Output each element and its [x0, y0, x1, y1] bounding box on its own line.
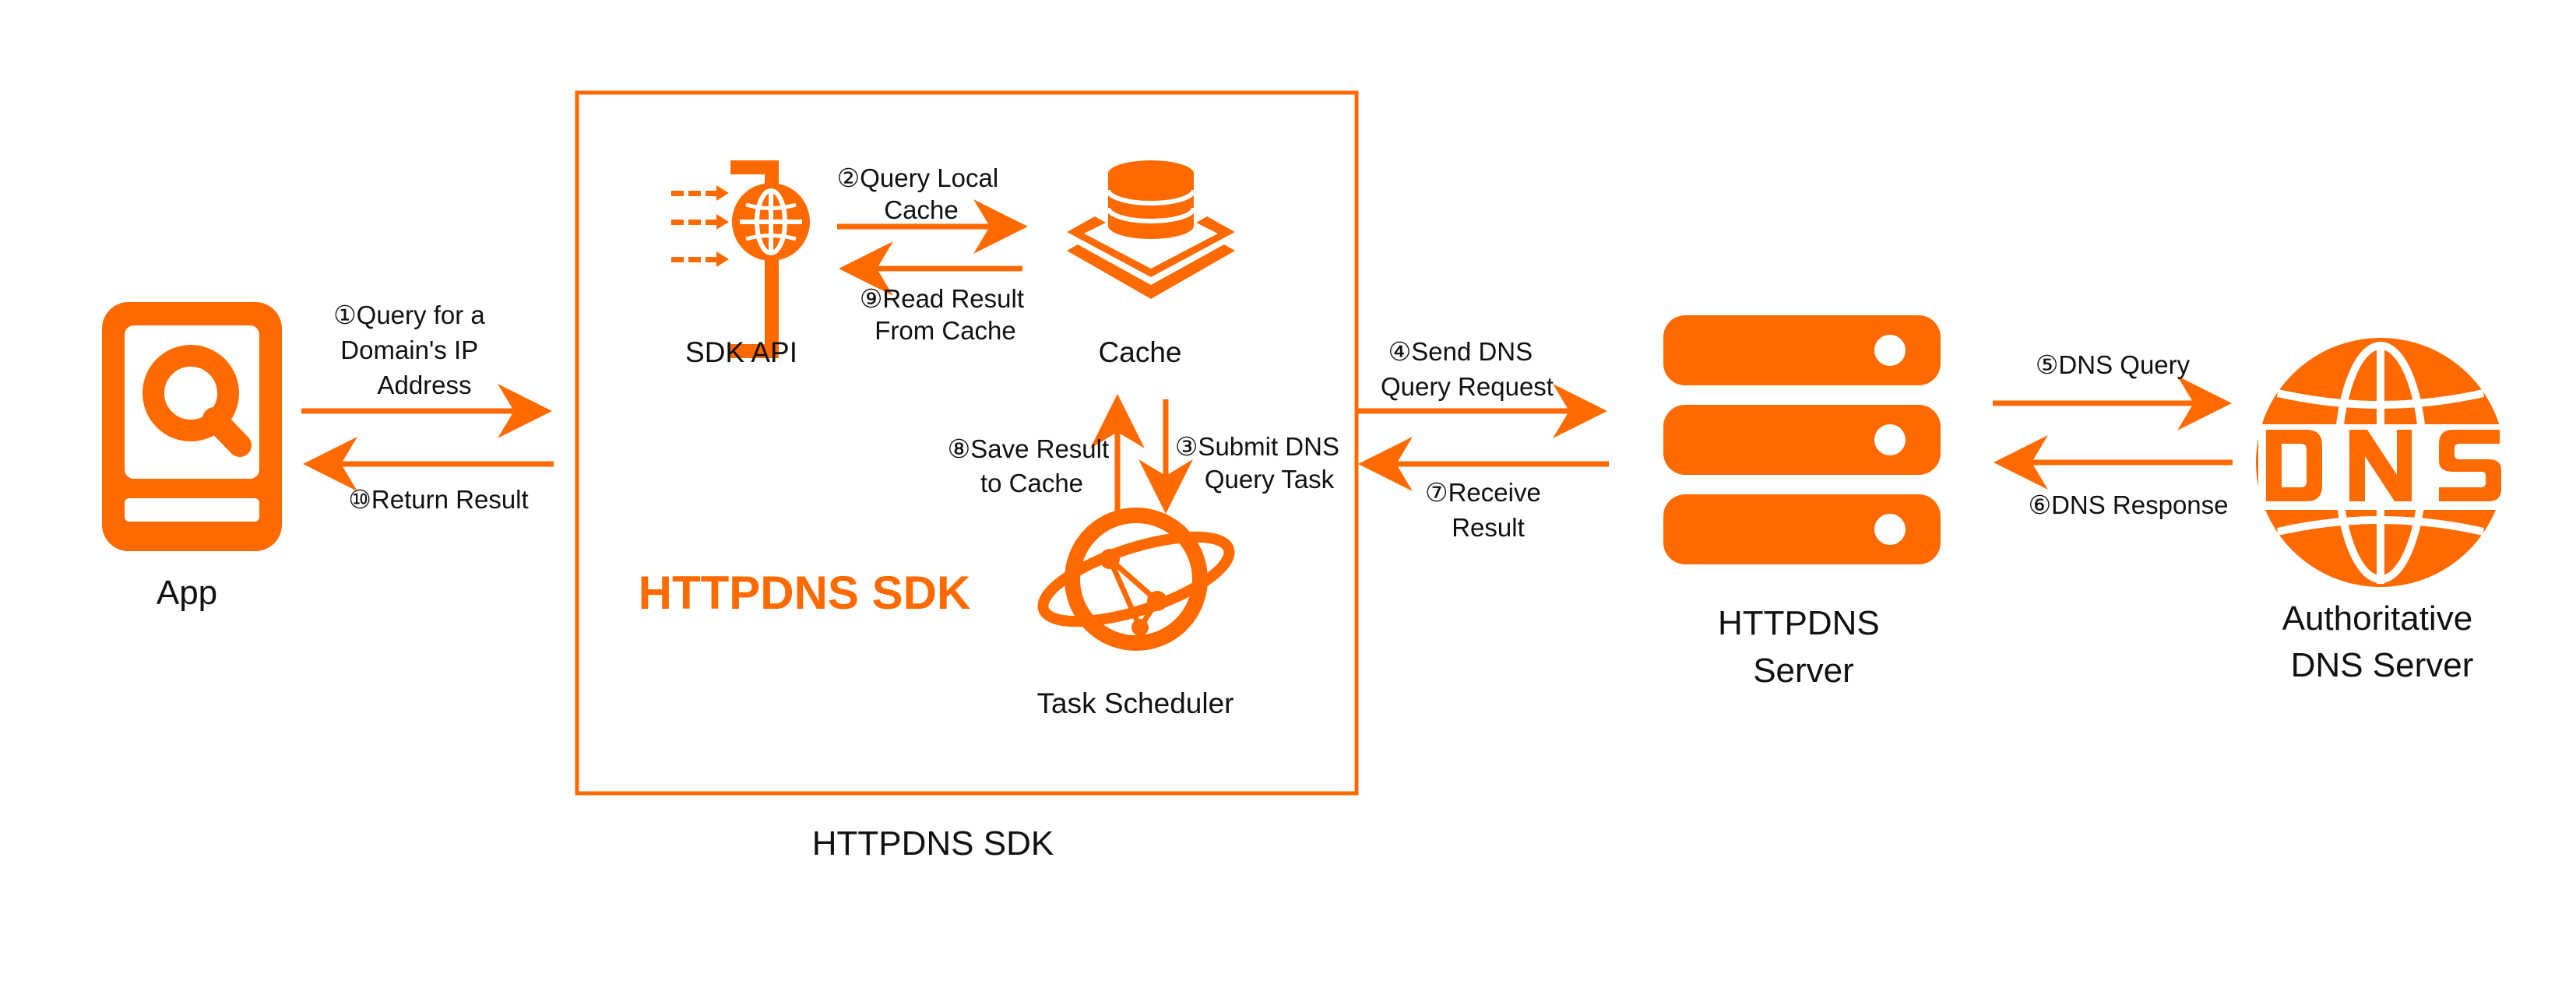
authoritative-dns-server-label: Authoritative DNS Server — [2282, 599, 2483, 684]
httpdns-server-label: HTTPDNS Server — [1718, 604, 1889, 690]
step-6-label: ⑥DNS Response — [2028, 490, 2228, 519]
step-9-label: ⑨Read Result From Cache — [860, 284, 1031, 345]
app-label: App — [157, 574, 217, 612]
step-10-label: ⑩Return Result — [348, 485, 528, 514]
step-3-label: ③Submit DNS Query Task — [1175, 432, 1346, 494]
cache-label: Cache — [1099, 336, 1182, 368]
step-1-label: ①Query for a Domain's IP Address — [333, 300, 492, 399]
step-7-label: ⑦Receive Result — [1425, 478, 1548, 542]
step-4-label: ④Send DNS Query Request — [1381, 337, 1554, 401]
orbit-network-icon — [1037, 508, 1235, 651]
search-app-icon — [102, 302, 282, 551]
dns-globe-icon — [2256, 338, 2505, 587]
database-layers-icon — [1067, 160, 1235, 299]
step-5-label: ⑤DNS Query — [2036, 350, 2191, 379]
sdk-boundary-box — [575, 90, 1359, 796]
sdk-inner-title: HTTPDNS SDK — [639, 567, 971, 619]
flow-arrows — [301, 199, 2233, 514]
gateway-globe-icon — [671, 160, 810, 358]
sdk-caption: HTTPDNS SDK — [812, 824, 1054, 863]
sdk-api-label: SDK API — [685, 336, 797, 368]
server-rack-icon — [1663, 315, 1941, 564]
task-scheduler-label: Task Scheduler — [1037, 687, 1234, 719]
step-8-label: ⑧Save Result to Cache — [948, 434, 1117, 497]
step-2-label: ②Query Local Cache — [837, 163, 1006, 224]
